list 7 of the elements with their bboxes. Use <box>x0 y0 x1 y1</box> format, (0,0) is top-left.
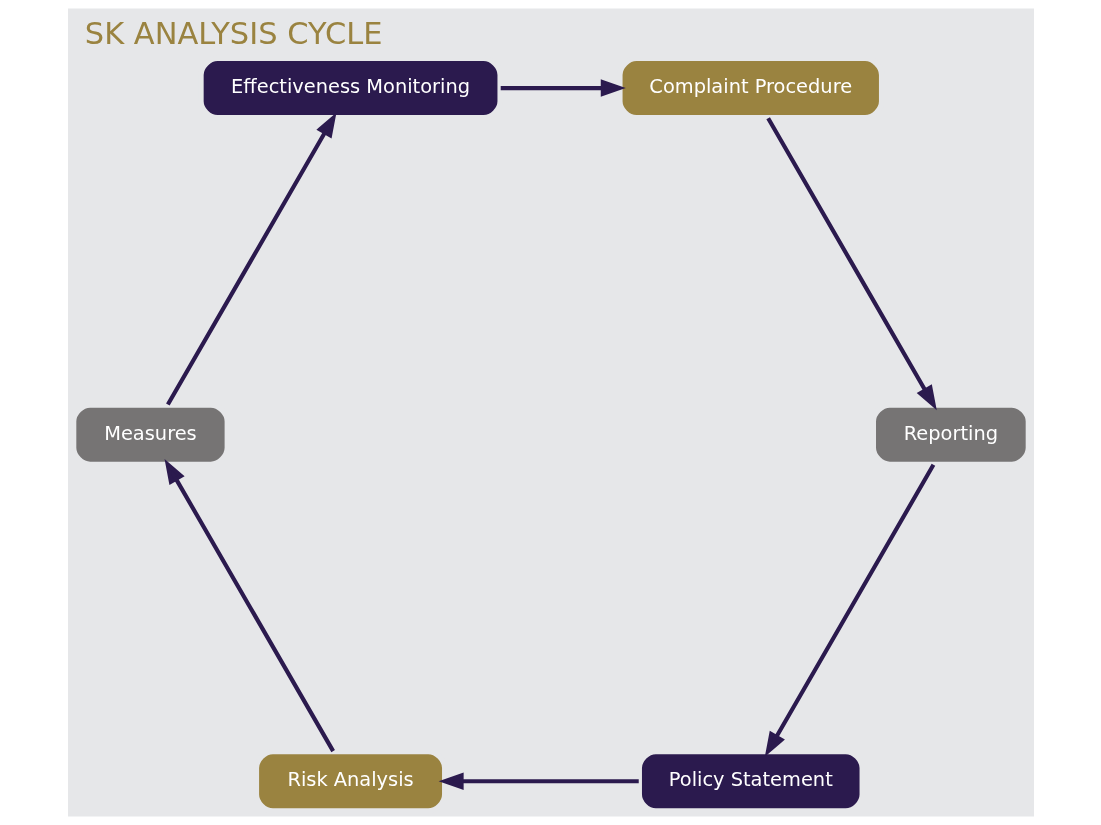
arrow <box>164 459 335 753</box>
arrow <box>500 79 626 97</box>
arrow <box>165 112 336 406</box>
arrow <box>764 463 935 757</box>
arrow <box>765 117 937 411</box>
arrow <box>438 772 639 790</box>
diagram-title: SK ANALYSIS CYCLE <box>84 15 382 51</box>
